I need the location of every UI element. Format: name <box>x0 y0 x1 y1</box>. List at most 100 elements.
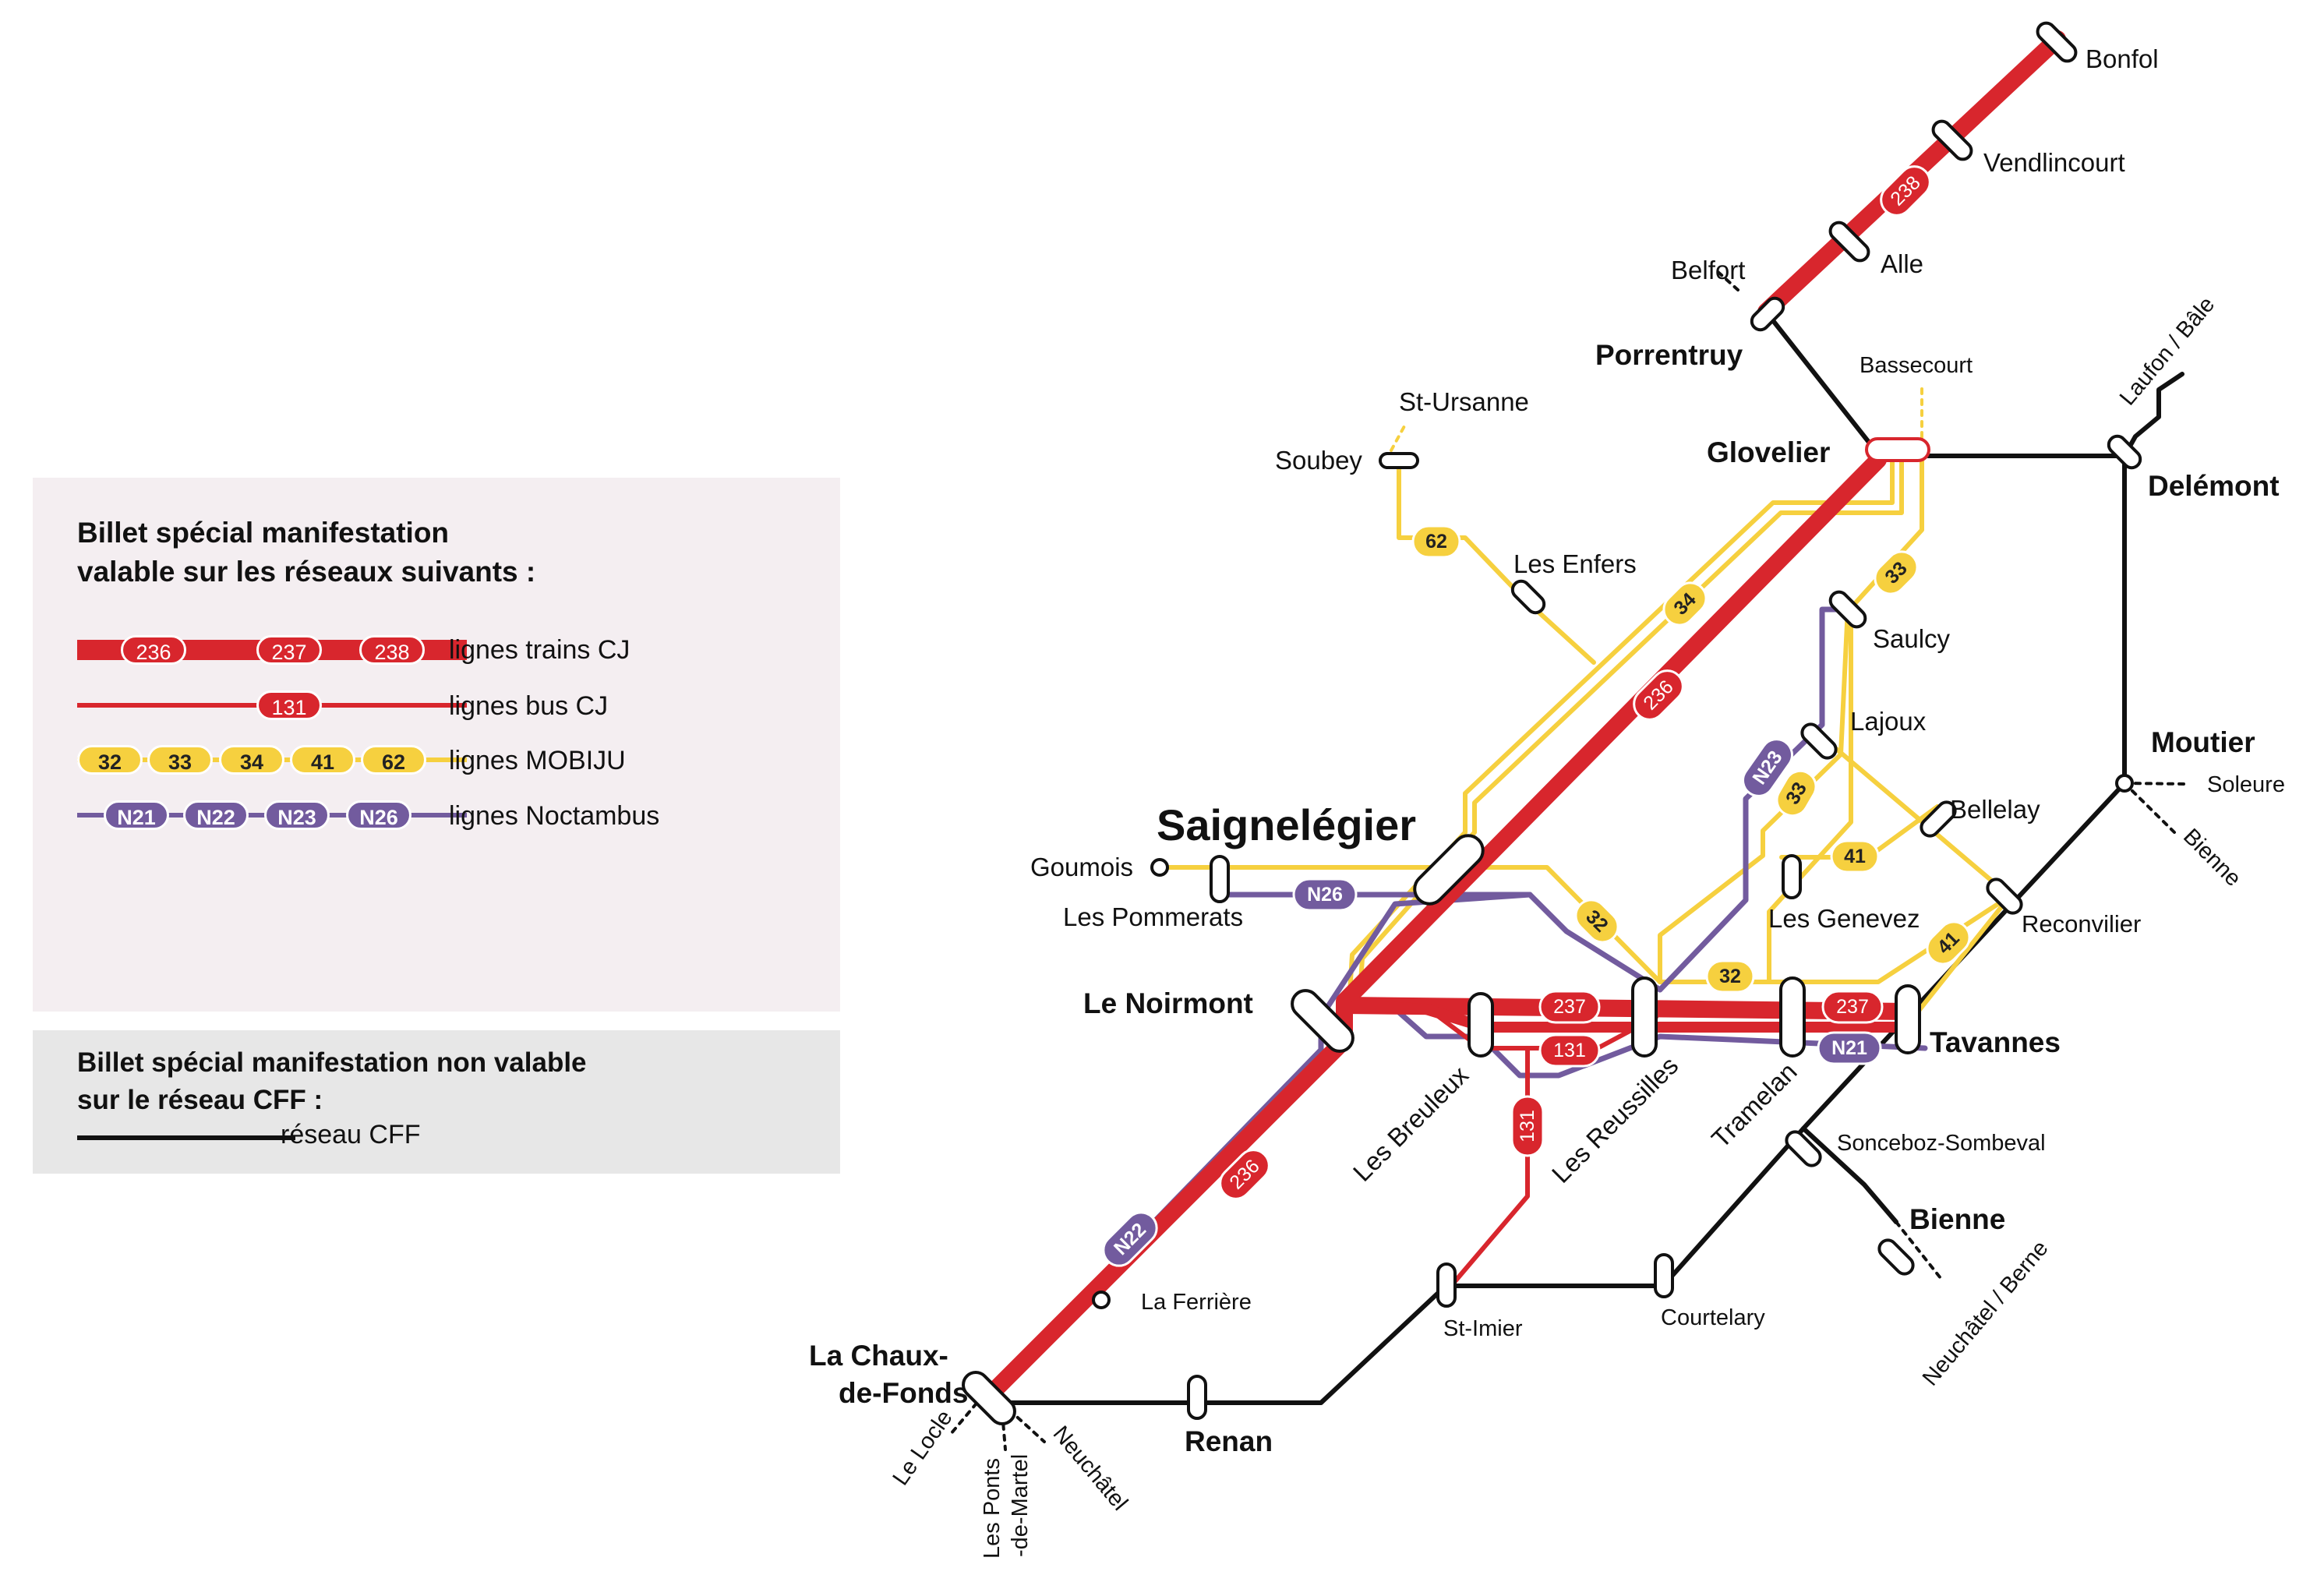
label-renan: Renan <box>1185 1425 1273 1457</box>
marker-la-ferriere <box>1092 1291 1111 1309</box>
label-saignelegier: Saignelégier <box>1157 800 1416 849</box>
dir-les-ponts <box>1000 1401 1007 1451</box>
cff-porrentruy-glovelier <box>1764 309 1873 447</box>
label-laufon: Laufon / Bâle <box>2115 292 2220 411</box>
legend-invalid-title: Billet spécial manifestation non valable… <box>77 1044 779 1119</box>
badge-33-b: 33 <box>1775 769 1817 817</box>
label-st-imier: St-Imier <box>1443 1316 1523 1341</box>
marker-goumois <box>1150 858 1169 877</box>
marker-alle <box>1828 221 1870 263</box>
badge-41-a: 41 <box>1830 839 1880 874</box>
legend-label-cff: réseau CFF <box>281 1120 421 1149</box>
legend-valid-title: Billet spécial manifestation valable sur… <box>77 514 623 591</box>
legend-badge-237: 237 <box>256 635 322 665</box>
label-st-ursanne: St-Ursanne <box>1399 387 1529 416</box>
label-les-ponts-2: -de-Martel <box>1008 1454 1033 1557</box>
marker-les-pommerats <box>1210 855 1230 903</box>
svg-text:N26: N26 <box>1307 884 1343 906</box>
badge-n26: N26 <box>1292 878 1358 912</box>
marker-st-imier <box>1436 1262 1457 1308</box>
svg-text:41: 41 <box>1844 846 1866 867</box>
marker-saignelegier <box>1413 834 1485 906</box>
label-glovelier: Glovelier <box>1707 436 1830 468</box>
cff-dashed-directions <box>949 267 2188 1451</box>
legend-label-bus: lignes bus CJ <box>449 691 609 721</box>
legend-label-train: lignes trains CJ <box>449 635 630 665</box>
line-badges: 238 236 236 237 237 131 131 62 <box>1102 165 1971 1267</box>
noctambus-n21 <box>1388 1002 1928 1079</box>
label-la-chaux-2: de-Fonds <box>839 1377 968 1409</box>
label-soubey: Soubey <box>1275 446 1362 475</box>
map-lines <box>949 30 2188 1451</box>
svg-text:62: 62 <box>1425 531 1447 553</box>
mobiju-62 <box>1397 457 1596 665</box>
badge-131-b: 131 <box>1510 1095 1545 1157</box>
label-le-locle: Le Locle <box>888 1406 958 1490</box>
legend-invalid-network: Billet spécial manifestation non valable… <box>33 1030 840 1174</box>
marker-bienne <box>1877 1238 1915 1276</box>
cj-trains-237-lower <box>1351 1000 1915 1033</box>
label-saulcy: Saulcy <box>1873 624 1951 653</box>
marker-les-genevez <box>1782 854 1802 899</box>
marker-moutier <box>2115 774 2134 793</box>
mobiju-41-c <box>1907 894 2012 1025</box>
marker-lajoux <box>1800 722 1838 760</box>
label-les-pommerats: Les Pommerats <box>1063 902 1243 931</box>
label-les-enfers: Les Enfers <box>1513 549 1637 578</box>
label-le-noirmont: Le Noirmont <box>1083 987 1253 1019</box>
legend-badge-131: 131 <box>256 690 322 720</box>
marker-les-reussilles <box>1631 976 1658 1058</box>
train-237 <box>1336 997 1918 1020</box>
marker-soubey <box>1379 452 1419 469</box>
label-belfort: Belfort <box>1671 256 1745 284</box>
legend-badge-n21: N21 <box>104 800 169 830</box>
badge-237-b: 237 <box>1821 990 1884 1024</box>
label-neuchatel-berne: Neuchâtel / Berne <box>1918 1236 2054 1390</box>
badge-32-a: 32 <box>1574 899 1619 944</box>
label-moutier: Moutier <box>2151 726 2255 758</box>
svg-text:32: 32 <box>1719 966 1741 987</box>
legend-badge-236: 236 <box>121 635 186 665</box>
legend-invalid-title-line1: Billet spécial manifestation non valable <box>77 1047 587 1078</box>
legend-sample-noctambus: N21 N22 N23 N26 <box>77 800 467 830</box>
svg-text:237: 237 <box>1553 996 1586 1018</box>
badge-n21: N21 <box>1817 1031 1882 1065</box>
svg-text:237: 237 <box>1836 996 1869 1018</box>
marker-les-breuleux <box>1468 992 1494 1058</box>
label-les-genevez: Les Genevez <box>1768 904 1920 933</box>
train-236 <box>977 451 1887 1407</box>
label-neuchatel: Neuchâtel <box>1048 1421 1132 1516</box>
train-237-lower <box>1351 1000 1915 1033</box>
label-bassecourt: Bassecourt <box>1860 353 1973 378</box>
label-courtelary: Courtelary <box>1661 1305 1765 1330</box>
marker-tramelan <box>1779 976 1806 1058</box>
marker-sonceboz <box>1785 1130 1822 1167</box>
marker-bonfol <box>2036 21 2078 63</box>
dir-belfort <box>1713 267 1739 291</box>
mobiju-network <box>1157 457 2012 1025</box>
station-markers <box>962 21 2142 1425</box>
legend-label-mobiju: lignes MOBIJU <box>449 746 626 775</box>
dir-soleure <box>2123 782 2188 786</box>
marker-la-chaux-de-fonds <box>962 1371 1016 1425</box>
label-soleure: Soleure <box>2207 772 2285 797</box>
label-porrentruy: Porrentruy <box>1595 339 1743 371</box>
legend-sample-train: 236 237 238 <box>77 635 467 665</box>
cff-laufon <box>2122 372 2184 458</box>
legend-badge-n23: N23 <box>264 800 330 830</box>
legend-cff-line <box>77 1135 295 1140</box>
legend-badge-n22: N22 <box>183 800 249 830</box>
badge-41-b: 41 <box>1926 920 1971 966</box>
mobiju-34-a <box>1463 457 1895 835</box>
mobiju-33-b <box>1658 606 1850 984</box>
label-lajoux: Lajoux <box>1850 707 1927 736</box>
label-vendlincourt: Vendlincourt <box>1983 148 2125 177</box>
legend-valid-title-line1: Billet spécial manifestation <box>77 517 450 549</box>
legend-sample-bus: 131 <box>77 690 467 720</box>
badge-n23: N23 <box>1742 738 1793 797</box>
label-tavannes: Tavannes <box>1930 1026 2061 1058</box>
dir-neuchatel-berne <box>1895 1220 1942 1280</box>
label-goumois: Goumois <box>1030 853 1133 881</box>
legend-badge-n26: N26 <box>346 800 411 830</box>
